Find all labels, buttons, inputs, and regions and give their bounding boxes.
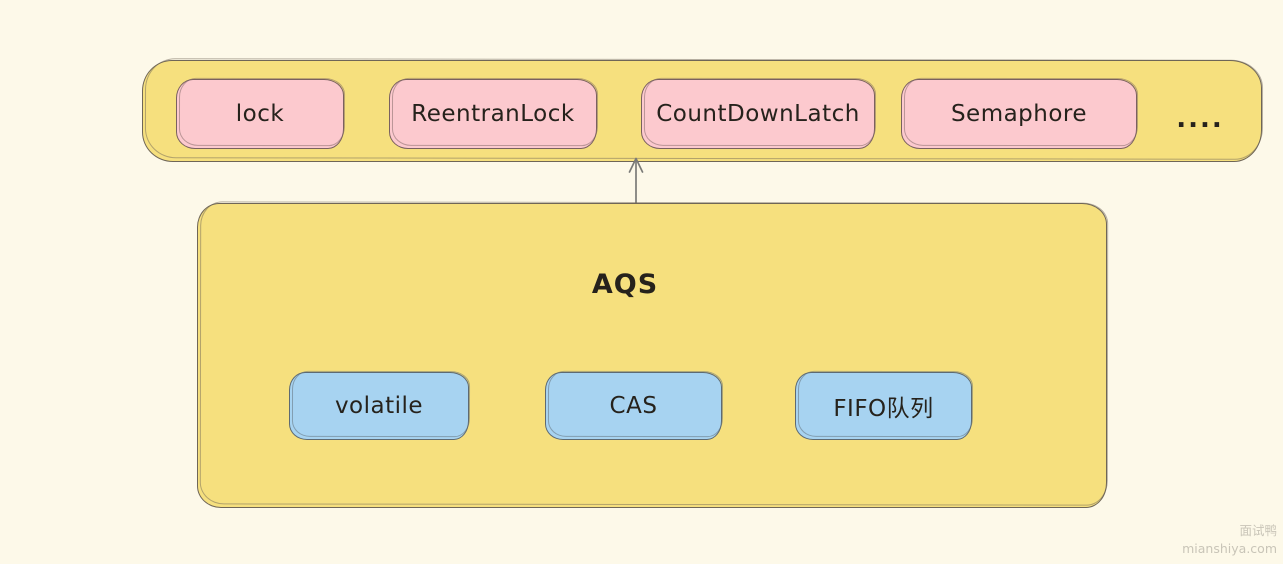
node-fifo-queue: FIFO队列 bbox=[795, 372, 972, 440]
node-fifo-queue-label: FIFO队列 bbox=[833, 396, 934, 422]
node-volatile: volatile bbox=[289, 372, 469, 440]
node-reentranlock: ReentranLock bbox=[389, 79, 597, 149]
node-volatile-label: volatile bbox=[334, 393, 424, 419]
node-lock-label: lock bbox=[235, 101, 285, 127]
watermark-domain: mianshiya.com bbox=[1182, 540, 1277, 556]
aqs-container bbox=[197, 203, 1107, 508]
more-indicator: .... bbox=[1176, 104, 1224, 134]
up-arrow-icon bbox=[626, 156, 646, 208]
node-reentranlock-label: ReentranLock bbox=[411, 101, 575, 127]
node-countdownlatch-label: CountDownLatch bbox=[656, 101, 860, 127]
node-cas-label: CAS bbox=[609, 393, 658, 419]
node-semaphore: Semaphore bbox=[901, 79, 1137, 149]
watermark-brand: 面试鸭 bbox=[1239, 522, 1277, 538]
watermark: 面试鸭 mianshiya.com bbox=[1182, 522, 1277, 558]
aqs-title: AQS bbox=[591, 268, 659, 300]
node-semaphore-label: Semaphore bbox=[950, 101, 1088, 127]
node-countdownlatch: CountDownLatch bbox=[641, 79, 875, 149]
node-cas: CAS bbox=[545, 372, 722, 440]
node-lock: lock bbox=[176, 79, 344, 149]
